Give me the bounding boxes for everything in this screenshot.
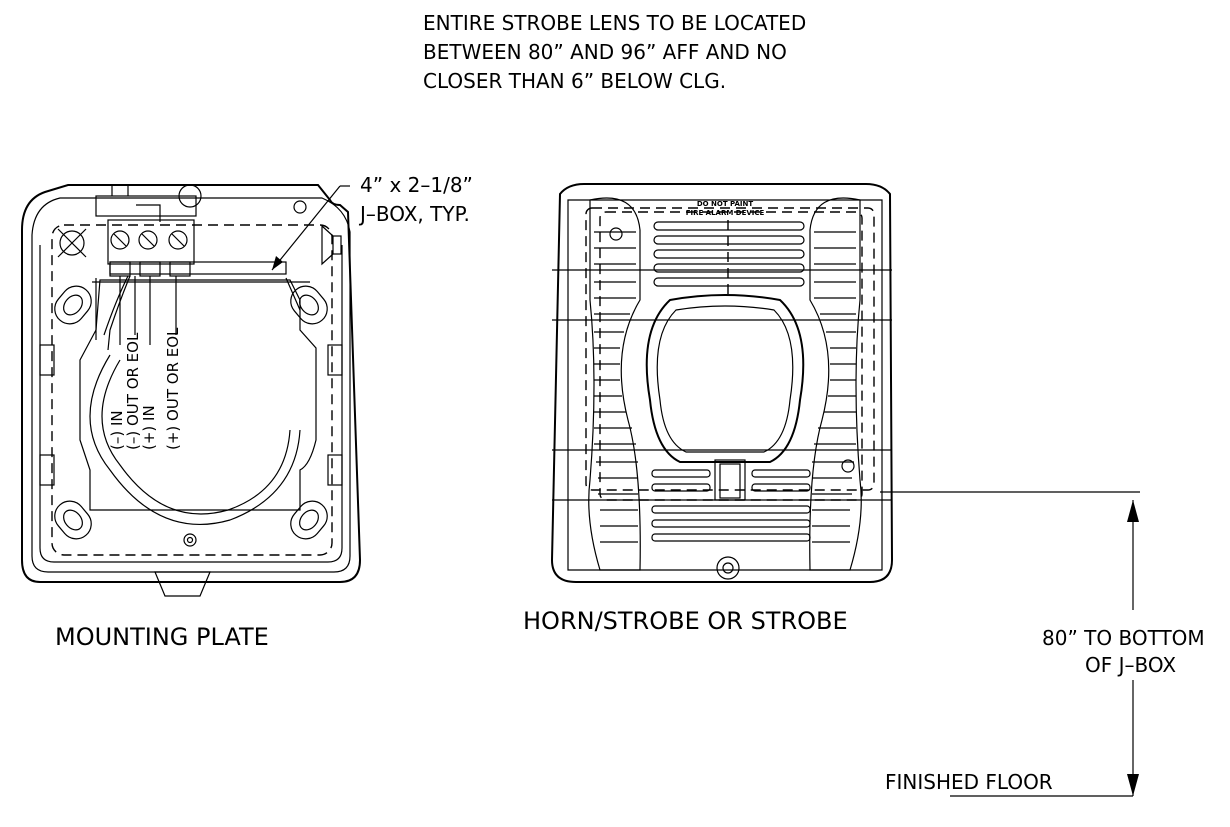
terminal-label-pos-out: (+) OUT OR EOL	[164, 327, 182, 450]
right-grill-slots	[812, 231, 856, 543]
terminal-labels: (–) IN (–) OUT OR EOL (+) IN (+) OUT OR …	[108, 327, 182, 450]
mounting-plate-outline	[21, 184, 362, 583]
horn-strobe-device: DO NOT PAINT FIRE ALARM DEVICE	[550, 183, 894, 583]
strobe-lens	[645, 294, 805, 463]
terminal-label-neg-out: (–) OUT OR EOL	[124, 332, 142, 450]
mounting-slot-top-right	[290, 285, 328, 325]
mounting-slot-bottom-left	[54, 500, 92, 540]
device-outline	[550, 183, 894, 583]
mounting-plate-caption: MOUNTING PLATE	[55, 623, 269, 651]
height-dimension: 80” TO BOTTOM OF J–BOX FINISHED FLOOR	[880, 491, 1205, 797]
horn-grill-bottom	[651, 469, 811, 542]
terminal-label-pos-in: (+) IN	[140, 405, 158, 450]
horn-grill-top	[653, 221, 805, 287]
mounting-plate-drawing: (–) IN (–) OUT OR EOL (+) IN (+) OUT OR …	[21, 184, 362, 597]
strobe-note-line-3: CLOSER THAN 6” BELOW CLG.	[423, 69, 726, 93]
device-label-line-2: FIRE ALARM DEVICE	[686, 209, 765, 217]
mounting-slot-top-left	[54, 285, 92, 325]
strobe-location-note: ENTIRE STROBE LENS TO BE LOCATED BETWEEN…	[423, 11, 806, 93]
terminal-block	[95, 184, 197, 351]
mounting-slot-bottom-right	[290, 500, 328, 540]
strobe-note-line-2: BETWEEN 80” AND 96” AFF AND NO	[423, 40, 787, 64]
jbox-callout: 4” x 2–1/8” J–BOX, TYP.	[271, 173, 473, 271]
dimension-note-line-1: 80” TO BOTTOM	[1042, 626, 1205, 650]
speaker-icon	[321, 224, 342, 266]
jbox-note-line-2: J–BOX, TYP.	[358, 202, 470, 226]
finished-floor-label: FINISHED FLOOR	[885, 770, 1053, 794]
device-caption: HORN/STROBE OR STROBE	[523, 607, 848, 635]
strobe-note-line-1: ENTIRE STROBE LENS TO BE LOCATED	[423, 11, 806, 35]
dimension-note-line-2: OF J–BOX	[1085, 653, 1176, 677]
terminal-label-neg-in: (–) IN	[108, 410, 126, 450]
jbox-note-line-1: 4” x 2–1/8”	[360, 173, 473, 197]
device-label-line-1: DO NOT PAINT	[697, 200, 754, 208]
j-box-outline	[109, 261, 287, 275]
unlock-icon	[57, 228, 87, 258]
left-grill-slots	[594, 231, 638, 543]
